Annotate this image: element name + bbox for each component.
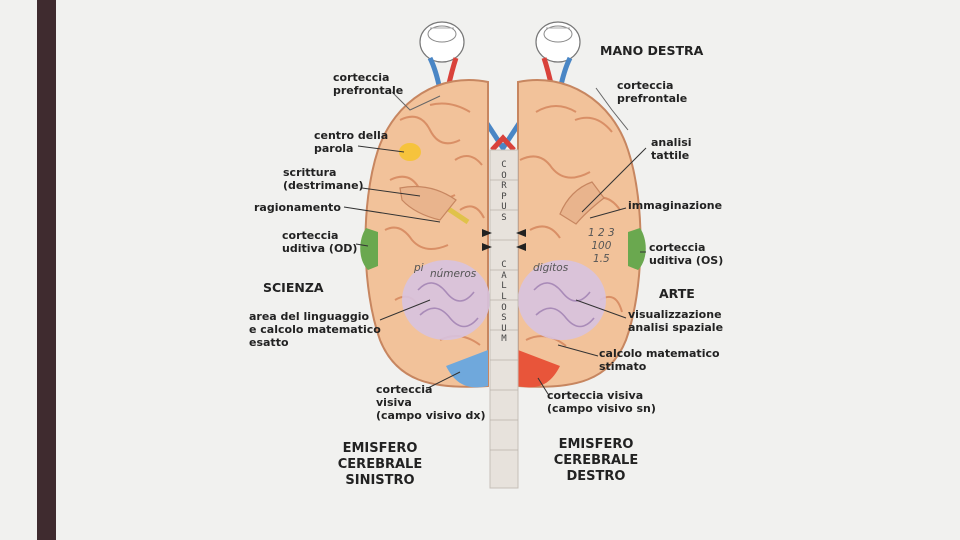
corpus-callosum-letter: U <box>491 202 517 213</box>
corpus-callosum-letter: M <box>491 334 517 345</box>
right-hemisphere <box>518 80 641 387</box>
label-emisfero-sinistro: EMISFERO CEREBRALE SINISTRO <box>300 441 460 489</box>
corpus-callosum-letter: P <box>491 192 517 203</box>
label-emisfero-destro: EMISFERO CEREBRALE DESTRO <box>515 437 677 485</box>
corpus-callosum-letter: A <box>491 271 517 282</box>
label-visualizzazione: visualizzazione analisi spaziale <box>628 308 723 334</box>
label-mano-destra: MANO DESTRA <box>600 43 703 58</box>
text-numeros: números <box>430 268 476 280</box>
label-calcolo-stimato: calcolo matematico stimato <box>599 347 720 373</box>
label-uditiva-os: corteccia uditiva (OS) <box>649 241 723 267</box>
corpus-callosum-letter: O <box>491 303 517 314</box>
label-scrittura: scrittura (destrimane) <box>283 166 364 192</box>
corpus-callosum-letter: S <box>491 313 517 324</box>
label-scienza: SCIENZA <box>263 280 324 295</box>
auditory-cortex-right <box>628 228 646 270</box>
corpus-callosum-letter: C <box>491 260 517 271</box>
eye-right <box>536 22 580 62</box>
corpus-callosum-letter: U <box>491 324 517 335</box>
corpus-callosum-letter: R <box>491 181 517 192</box>
label-analisi-tattile: analisi tattile <box>651 136 692 162</box>
corpus-callosum-letter: L <box>491 292 517 303</box>
auditory-cortex-left <box>360 228 378 270</box>
corpus-callosum-letter <box>491 224 517 235</box>
label-visiva-dx: corteccia visiva (campo visivo dx) <box>376 383 486 422</box>
label-centro-parola: centro della parola <box>314 129 388 155</box>
text-digitos: digitos <box>533 262 568 274</box>
label-area-linguaggio: area del linguaggio e calcolo matematico… <box>249 310 381 349</box>
label-prefrontal-right: corteccia prefrontale <box>617 79 687 105</box>
corpus-callosum-letter: L <box>491 281 517 292</box>
label-uditiva-od: corteccia uditiva (OD) <box>282 229 357 255</box>
label-immaginazione: immaginazione <box>628 199 722 212</box>
label-visiva-sn: corteccia visiva (campo visivo sn) <box>547 389 656 415</box>
corpus-callosum-letter: O <box>491 171 517 182</box>
text-pi: pi <box>414 262 424 274</box>
label-ragionamento: ragionamento <box>254 201 341 214</box>
eye-left <box>420 22 464 62</box>
text-numbers: 1 2 3 100 1.5 <box>588 227 615 266</box>
corpus-callosum-letter: S <box>491 213 517 224</box>
label-prefrontal-left: corteccia prefrontale <box>333 71 403 97</box>
corpus-callosum-letter: C <box>491 160 517 171</box>
label-arte: ARTE <box>659 286 695 301</box>
